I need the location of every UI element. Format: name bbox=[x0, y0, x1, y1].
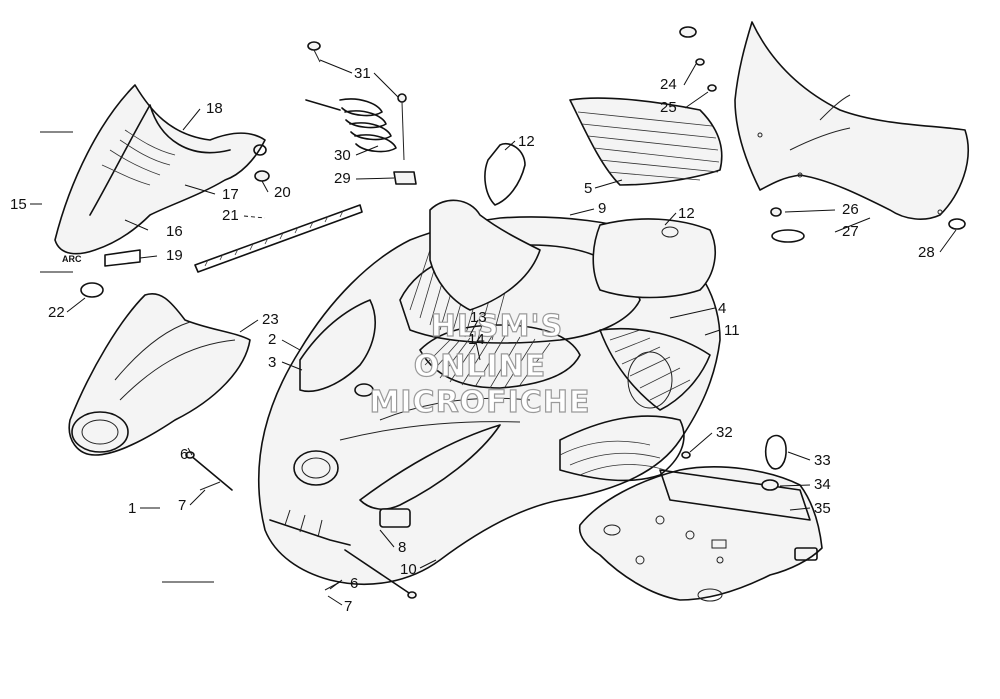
callout-31: 31 bbox=[354, 65, 371, 82]
callout-15: 15 bbox=[10, 196, 27, 213]
callout-19: 19 bbox=[166, 247, 183, 264]
small-hardware-part bbox=[681, 434, 787, 491]
callout-20: 20 bbox=[274, 184, 291, 201]
callout-6-upper: 6 bbox=[180, 446, 188, 463]
handlebar-pod-part: ARC bbox=[54, 84, 270, 267]
decal-strip-part bbox=[194, 204, 363, 273]
callout-23: 23 bbox=[262, 311, 279, 328]
callout-21: 21 bbox=[222, 207, 239, 224]
watermark-line-2: ONLINE bbox=[414, 349, 547, 384]
decal-text: ARC bbox=[62, 254, 82, 264]
callout-12-center: 12 bbox=[518, 133, 535, 150]
callout-25: 25 bbox=[660, 99, 677, 116]
callout-30: 30 bbox=[334, 147, 351, 164]
callout-18: 18 bbox=[206, 100, 223, 117]
side-panel-part bbox=[592, 218, 716, 299]
callout-3: 3 bbox=[268, 354, 276, 371]
callout-7-upper: 7 bbox=[178, 497, 186, 514]
callout-28: 28 bbox=[918, 244, 935, 261]
hood-main-part bbox=[257, 216, 721, 586]
upper-dash-panel-part bbox=[429, 143, 541, 311]
grommet-part bbox=[80, 282, 104, 298]
watermark-line-3: MICROFICHE bbox=[370, 385, 591, 420]
callout-7-lower: 7 bbox=[344, 598, 352, 615]
callout-27: 27 bbox=[842, 223, 859, 240]
callout-labels: 1 2 3 4 5 6 6 7 7 8 9 10 11 12 12 13 14 … bbox=[10, 65, 935, 615]
callout-8: 8 bbox=[398, 539, 406, 556]
lower-pod-part bbox=[68, 293, 251, 456]
callout-17: 17 bbox=[222, 186, 239, 203]
spring-assembly-part bbox=[305, 41, 417, 185]
callout-5: 5 bbox=[584, 180, 592, 197]
callout-22: 22 bbox=[48, 304, 65, 321]
leader-lines bbox=[30, 59, 957, 606]
windshield-hardware-part bbox=[679, 26, 966, 243]
callout-26: 26 bbox=[842, 201, 859, 218]
callout-1: 1 bbox=[128, 500, 136, 517]
callout-35: 35 bbox=[814, 500, 831, 517]
callout-10: 10 bbox=[400, 561, 417, 578]
callout-33: 33 bbox=[814, 452, 831, 469]
callout-14: 14 bbox=[468, 331, 485, 348]
callout-12-right: 12 bbox=[678, 205, 695, 222]
watermark-line-1: HLSM'S bbox=[431, 309, 563, 344]
windshield-part bbox=[734, 21, 969, 220]
callout-24: 24 bbox=[660, 76, 677, 93]
callout-2: 2 bbox=[268, 331, 276, 348]
callout-11: 11 bbox=[724, 322, 740, 339]
callout-29: 29 bbox=[334, 170, 351, 187]
callout-16: 16 bbox=[166, 223, 183, 240]
callout-13: 13 bbox=[470, 309, 487, 326]
belly-pan-part bbox=[578, 466, 823, 602]
callout-34: 34 bbox=[814, 476, 831, 493]
watermark: HLSM'S ONLINE MICROFICHE bbox=[369, 308, 591, 420]
callout-4: 4 bbox=[718, 300, 726, 317]
callout-9: 9 bbox=[598, 200, 606, 217]
callout-32: 32 bbox=[716, 424, 733, 441]
bolt-upper-part bbox=[185, 451, 233, 491]
callout-6-lower: 6 bbox=[350, 575, 358, 592]
seat-cover-part bbox=[569, 97, 723, 186]
